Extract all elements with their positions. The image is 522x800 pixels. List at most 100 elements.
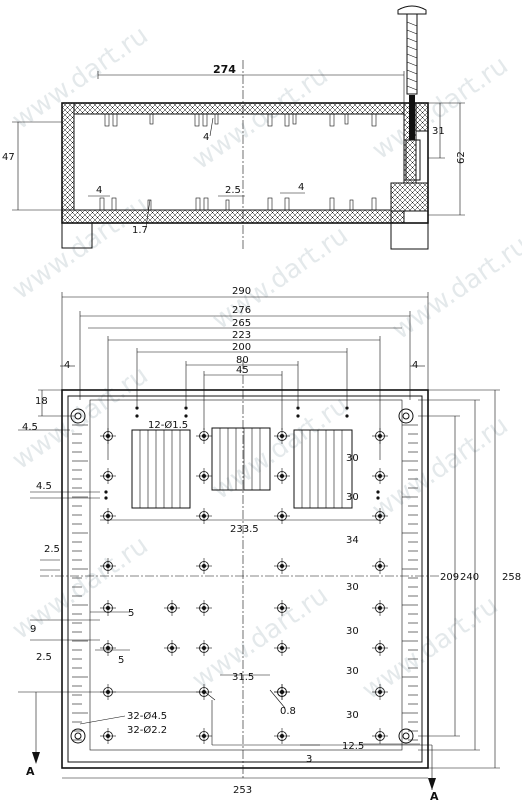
watermark-layer: www.dart.ru www.dart.ru www.dart.ru www.… xyxy=(7,20,522,705)
mounting-hole xyxy=(99,467,117,485)
mounting-hole xyxy=(371,727,389,745)
dim-253: 253 xyxy=(233,785,252,796)
inner-ribs-top xyxy=(104,113,377,127)
mounting-hole xyxy=(273,467,291,485)
section-view: 274 47 62 31 4 4 4 2.5 1.7 xyxy=(2,5,467,250)
bottom-wall xyxy=(61,209,405,224)
pitch-30-6: 30 xyxy=(346,710,359,721)
dim-rib-4-top: 4 xyxy=(203,132,209,143)
mounting-hole xyxy=(273,507,291,525)
mounting-hole xyxy=(273,557,291,575)
dim-3: 3 xyxy=(306,754,312,765)
plan-left-dims xyxy=(18,389,433,790)
dim-276: 276 xyxy=(232,305,251,316)
dim-31-5: 31.5 xyxy=(232,672,254,683)
watermark: www.dart.ru xyxy=(207,390,354,505)
plan-view: 290 276 265 223 200 80 45 233.5 253 4 4 … xyxy=(18,286,521,800)
dim-2-5-a: 2.5 xyxy=(44,544,60,555)
mounting-hole xyxy=(99,599,117,617)
plan-right-dims xyxy=(360,389,500,769)
dim-edge-4-right: 4 xyxy=(412,360,418,371)
section-marker-right: A xyxy=(430,790,439,800)
mounting-hole xyxy=(195,427,213,445)
screw xyxy=(397,5,427,140)
dim-240: 240 xyxy=(460,572,479,583)
dim-9: 9 xyxy=(30,624,36,635)
watermark: www.dart.ru xyxy=(7,20,154,135)
dim-5-b: 5 xyxy=(118,655,124,666)
mounting-hole xyxy=(273,727,291,745)
left-wall xyxy=(61,102,75,224)
dim-rib-4-right: 4 xyxy=(298,182,304,193)
dim-2-5-b: 2.5 xyxy=(36,652,52,663)
mounting-hole xyxy=(99,727,117,745)
dim-209: 209 xyxy=(440,572,459,583)
dim-4-5-top: 4.5 xyxy=(22,422,38,433)
holes-12-label: 12-Ø1.5 xyxy=(148,419,188,431)
top-wall xyxy=(61,102,429,115)
pitch-30-2: 30 xyxy=(346,492,359,503)
dim-18: 18 xyxy=(35,396,48,407)
holes-32b-label: 32-Ø2.2 xyxy=(127,724,167,736)
dim-62: 62 xyxy=(456,151,467,164)
mounting-hole xyxy=(195,507,213,525)
dim-wall-2-5: 2.5 xyxy=(225,185,241,196)
watermark: www.dart.ru xyxy=(207,220,354,335)
dim-12-5: 12.5 xyxy=(342,741,364,752)
plan-floor xyxy=(89,399,403,751)
mounting-hole xyxy=(371,467,389,485)
mounting-hole xyxy=(195,599,213,617)
section-arrow-left-icon xyxy=(32,752,40,764)
mounting-hole xyxy=(99,639,117,657)
dim-80: 80 xyxy=(236,355,249,366)
dim-200: 200 xyxy=(232,342,251,353)
mounting-hole xyxy=(371,639,389,657)
mounting-hole xyxy=(195,639,213,657)
dim-290: 290 xyxy=(232,286,251,297)
dim-4-5-mid: 4.5 xyxy=(36,481,52,492)
plan-top-dims xyxy=(60,292,429,779)
plan-inner-frame xyxy=(67,395,423,763)
dim-5-a: 5 xyxy=(128,608,134,619)
dim-floor-1-7: 1.7 xyxy=(132,225,148,236)
dim-274: 274 xyxy=(213,63,236,76)
mounting-hole xyxy=(195,557,213,575)
mounting-hole xyxy=(163,639,181,657)
dim-0-8: 0.8 xyxy=(280,706,296,717)
finned-blocks xyxy=(131,427,353,509)
right-rib-comb xyxy=(402,424,418,741)
watermark: www.dart.ru xyxy=(187,580,334,695)
right-flange xyxy=(415,102,429,132)
dim-258: 258 xyxy=(502,572,521,583)
left-rib-comb xyxy=(72,424,88,741)
pitch-34: 34 xyxy=(346,535,359,546)
inner-ribs-bottom xyxy=(99,197,377,211)
section-arrow-right-icon xyxy=(428,778,436,790)
watermark: www.dart.ru xyxy=(387,230,522,345)
section-marker-left: A xyxy=(26,765,35,778)
dim-223: 223 xyxy=(232,330,251,341)
pitch-30-4: 30 xyxy=(346,626,359,637)
dim-233-5: 233.5 xyxy=(230,524,259,535)
dim-31: 31 xyxy=(432,126,445,137)
right-lower-flange xyxy=(390,182,429,212)
watermark: www.dart.ru xyxy=(367,410,514,525)
section-outline xyxy=(61,102,429,224)
dim-45: 45 xyxy=(236,365,249,376)
pitch-30-1: 30 xyxy=(346,453,359,464)
pitch-30-3: 30 xyxy=(346,582,359,593)
left-foot xyxy=(61,222,93,249)
dim-47: 47 xyxy=(2,152,15,163)
dim-265: 265 xyxy=(232,318,251,329)
right-foot xyxy=(390,210,429,250)
mounting-hole xyxy=(195,727,213,745)
mounting-hole xyxy=(371,599,389,617)
small-holes xyxy=(104,406,380,500)
mounting-hole xyxy=(371,557,389,575)
watermark: www.dart.ru xyxy=(187,60,334,175)
pitch-30-5: 30 xyxy=(346,666,359,677)
mounting-hole xyxy=(99,507,117,525)
dim-edge-4-left: 4 xyxy=(64,360,70,371)
mounting-hole xyxy=(163,599,181,617)
